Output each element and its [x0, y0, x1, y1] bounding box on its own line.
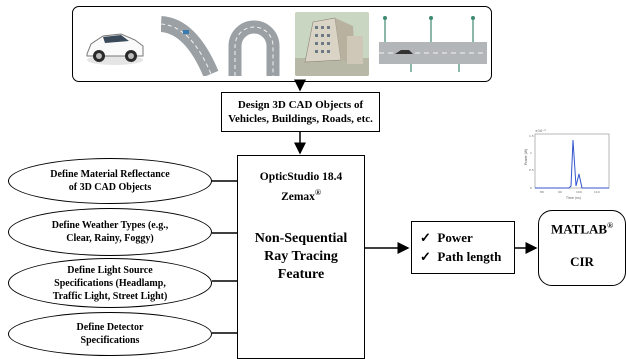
input-line: Traffic Light, Street Light) [52, 290, 168, 302]
buildings-render-image [295, 12, 369, 76]
check-icon: ✓ [420, 249, 431, 264]
feature-line1: Non-Sequential [254, 231, 348, 246]
output-power: Power [437, 230, 473, 245]
check-icon: ✓ [420, 230, 431, 245]
plot-xlabel: Time (ns) [565, 196, 581, 200]
cad-box-line1: Design 3D CAD Objects of [237, 99, 364, 111]
plot-ytick: 1 [530, 151, 532, 155]
matlab-cir-box: MATLAB® CIR [538, 210, 626, 286]
plot-xtick: 110 [594, 190, 600, 194]
plot-ylabel: Power (W) [524, 149, 528, 165]
input-line: Define Material Reflectance [50, 169, 170, 180]
matlab-title: MATLAB [550, 221, 608, 237]
weather-types-ellipse: Define Weather Types (e.g., Clear, Rainy… [8, 208, 212, 256]
plot-xtick: 80 [540, 190, 544, 194]
input-line: Clear, Rainy, Foggy) [66, 233, 154, 244]
material-reflectance-ellipse: Define Material Reflectance of 3D CAD Ob… [8, 158, 212, 204]
detector-specifications-ellipse: Define Detector Specifications [8, 312, 212, 356]
cad-box-line2: Vehicles, Buildings, Roads, etc. [228, 113, 373, 125]
input-line: Specifications (Headlamp, [54, 277, 166, 289]
cir-label: CIR [570, 254, 594, 269]
plot-xtick: 90 [558, 190, 562, 194]
car-render-image [81, 12, 147, 76]
curved-road-render-image [161, 12, 219, 76]
ray-outputs-box: ✓ Power ✓ Path length [411, 221, 515, 274]
plot-xtick: 100 [576, 190, 582, 194]
feature-line3: Feature [277, 267, 325, 282]
cad-render-strip [72, 6, 492, 82]
zemax-registered-mark: ® [314, 188, 321, 197]
zemax-title-line2: Zemax [281, 190, 315, 203]
input-connectors [212, 180, 239, 334]
light-source-ellipse: Define Light Source Specifications (Head… [8, 258, 212, 308]
plot-exponent: ×10⁻⁴ [535, 129, 546, 133]
u-turn-road-render-image [223, 12, 285, 76]
cir-trace [535, 139, 609, 189]
plot-ytick: 1.5 [529, 134, 534, 138]
street-lights-render-image [379, 12, 487, 76]
plot-ytick: 0.5 [529, 168, 534, 172]
input-line: Define Weather Types (e.g., [51, 220, 169, 231]
design-cad-objects-box: Design 3D CAD Objects of Vehicles, Build… [221, 92, 380, 132]
zemax-opticstudio-box: OpticStudio 18.4 Zemax® Non-Sequential R… [237, 155, 365, 359]
input-line: of 3D CAD Objects [68, 182, 152, 193]
feature-line2: Ray Tracing [264, 249, 338, 264]
zemax-title-line1: OpticStudio 18.4 [259, 171, 343, 183]
output-path-length: Path length [437, 249, 502, 264]
input-line: Specifications [80, 335, 140, 346]
plot-ytick: 0 [530, 186, 532, 190]
matlab-registered-mark: ® [607, 221, 614, 230]
input-line: Define Detector [76, 322, 144, 333]
input-line: Define Light Source [67, 264, 153, 276]
